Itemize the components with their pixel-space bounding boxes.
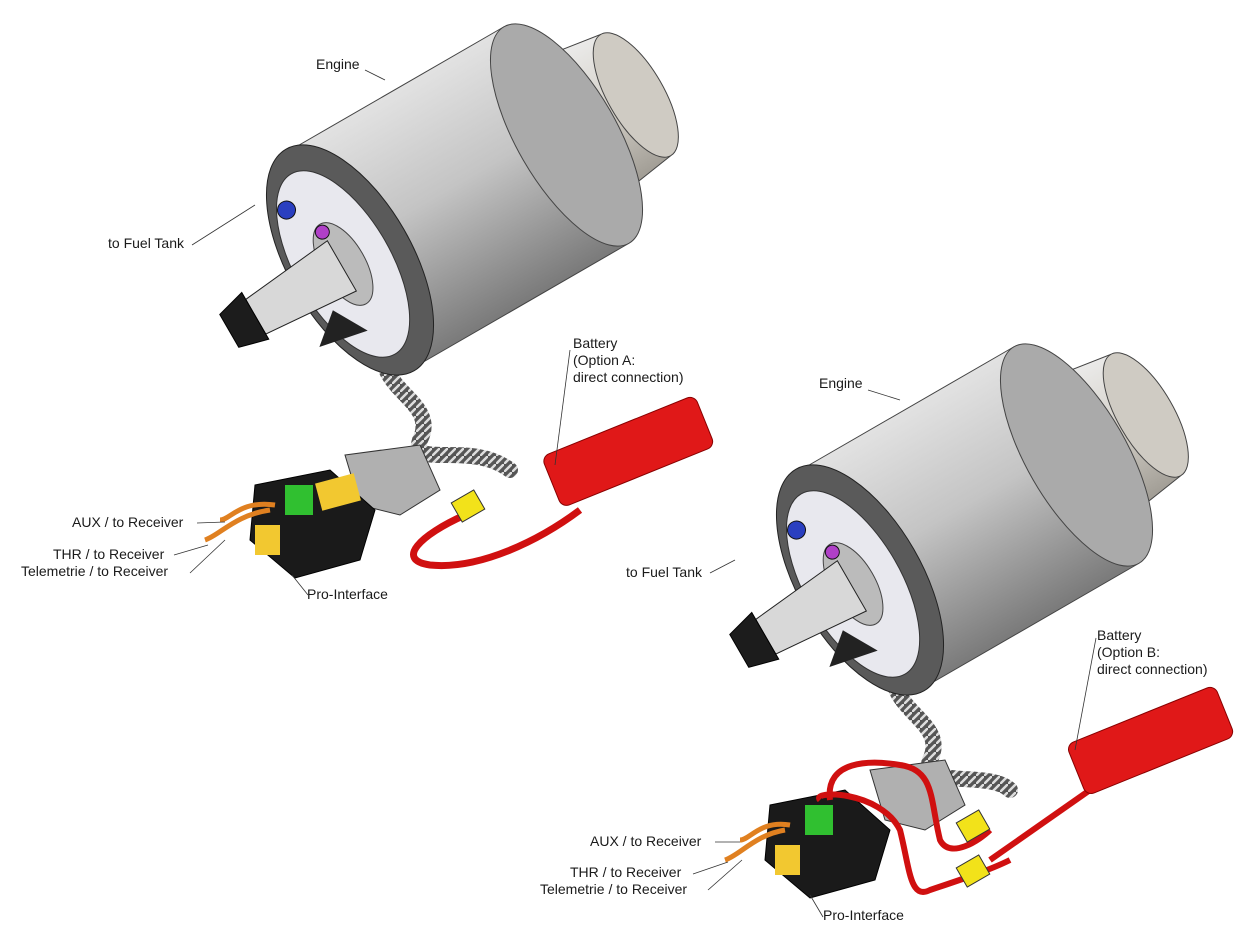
engine-b — [674, 289, 1235, 762]
engine-label: Engine — [819, 375, 863, 391]
battery-label-line: (Option A: — [573, 352, 636, 368]
battery-label-line: (Option B: — [1097, 644, 1161, 660]
pro-interface-label: Pro-Interface — [823, 907, 904, 923]
telemetry-label: Telemetrie / to Receiver — [21, 563, 169, 579]
fuel-tank-label: to Fuel Tank — [108, 235, 185, 251]
braided-harness — [374, 332, 518, 478]
interface-board — [805, 805, 833, 835]
power-cable — [410, 507, 583, 570]
setup-a — [164, 0, 725, 596]
xt-connector — [955, 809, 991, 843]
servo-leads — [204, 501, 276, 543]
thr-label: THR / to Receiver — [53, 546, 165, 562]
battery-b — [1068, 686, 1234, 794]
thr-label: THR / to Receiver — [570, 864, 682, 880]
fuel-tank-label: to Fuel Tank — [626, 564, 703, 580]
xt-connector — [450, 489, 486, 523]
xt-connector — [955, 854, 991, 888]
battery-a — [543, 396, 714, 506]
battery-label-line: direct connection) — [1097, 661, 1208, 677]
battery-label: Battery (Option B: direct connection) — [1097, 627, 1208, 678]
interface-board — [285, 485, 313, 515]
ecu-unit — [249, 444, 441, 579]
power-cable — [988, 787, 1092, 863]
battery-label-line: Battery — [573, 335, 618, 351]
braided-harness — [884, 652, 1018, 798]
leader-lines-b — [692, 389, 1097, 918]
battery-label-line: Battery — [1097, 627, 1142, 643]
telemetry-label: Telemetrie / to Receiver — [540, 881, 688, 897]
ecu-unit — [764, 759, 966, 899]
aux-label: AUX / to Receiver — [72, 514, 184, 530]
aux-label: AUX / to Receiver — [590, 833, 702, 849]
servo-leads — [724, 821, 791, 863]
leader-lines-a — [173, 69, 571, 596]
setup-b — [674, 289, 1235, 918]
pro-interface-label: Pro-Interface — [307, 586, 388, 602]
battery-label: Battery (Option A: direct connection) — [573, 335, 684, 386]
battery-label-line: direct connection) — [573, 369, 684, 385]
engine-label: Engine — [316, 56, 360, 72]
